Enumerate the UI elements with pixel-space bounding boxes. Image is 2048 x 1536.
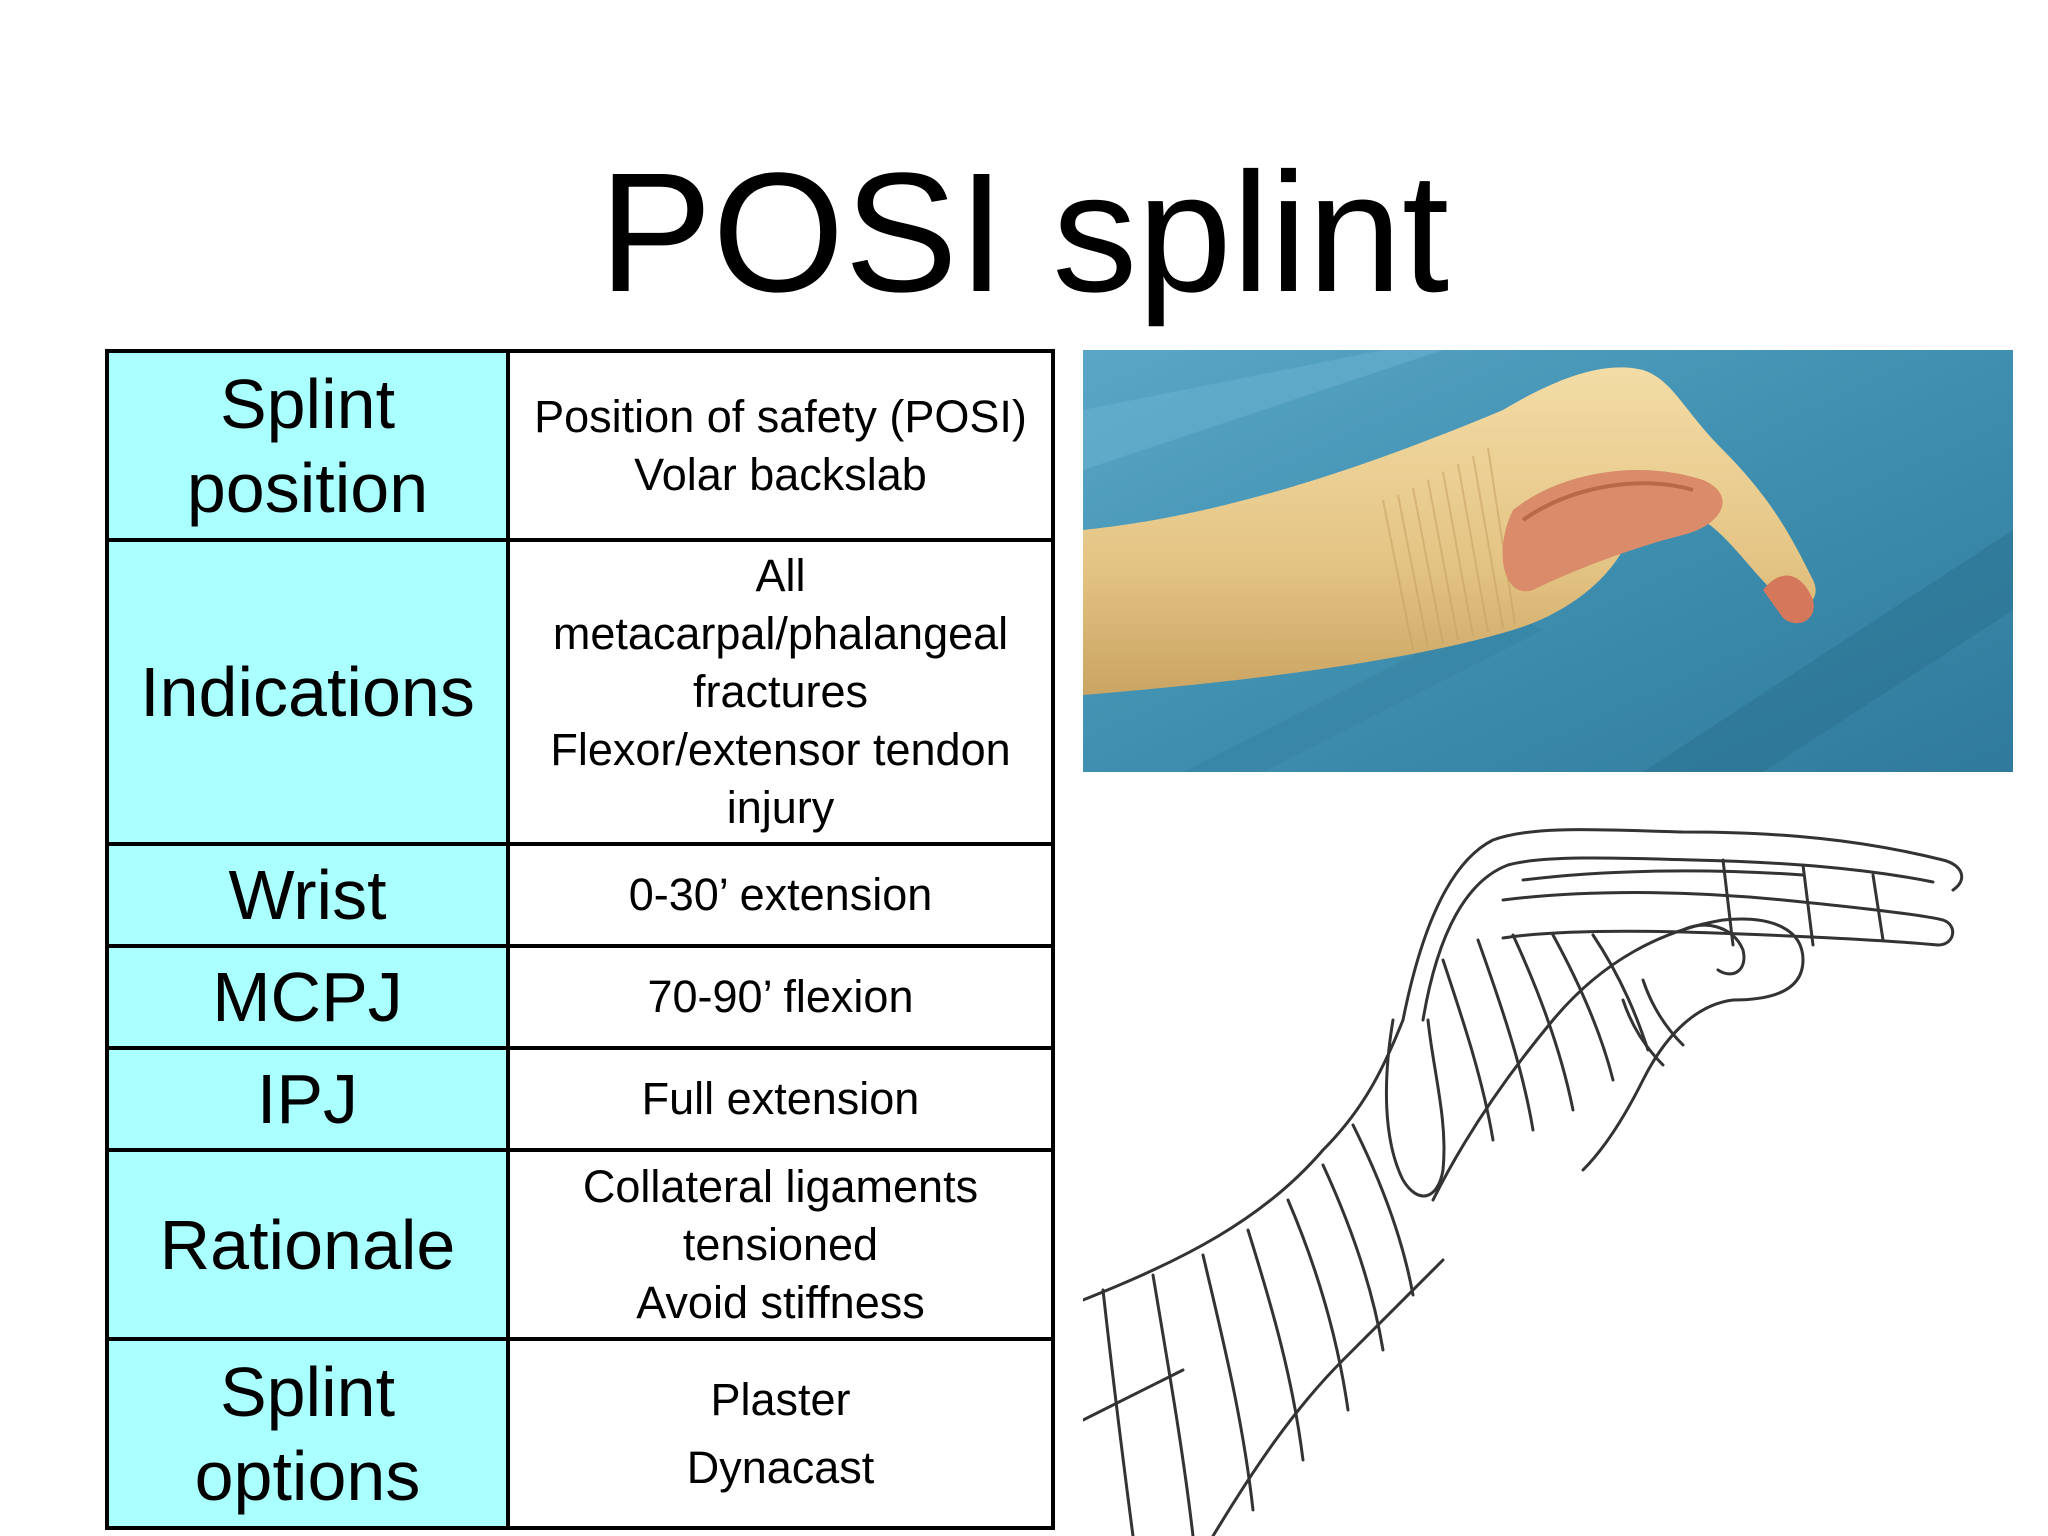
row-label: Splint options xyxy=(105,1337,510,1530)
table-row-splint-position: Splint position Position of safety (POSI… xyxy=(105,349,1055,542)
table-row-indications: Indications All metacarpal/phalangeal fr… xyxy=(105,538,1055,846)
table-row-rationale: Rationale Collateral ligaments tensioned… xyxy=(105,1148,1055,1341)
row-label: Indications xyxy=(105,538,510,846)
table-row-mcpj: MCPJ 70-90’ flexion xyxy=(105,944,1055,1050)
row-value: Position of safety (POSI) Volar backslab xyxy=(506,349,1055,542)
table-row-wrist: Wrist 0-30’ extension xyxy=(105,842,1055,948)
row-label: Wrist xyxy=(105,842,510,948)
table-row-splint-options: Splint options Plaster Dynacast xyxy=(105,1337,1055,1530)
row-value: 0-30’ extension xyxy=(506,842,1055,948)
row-label: MCPJ xyxy=(105,944,510,1050)
splint-diagram xyxy=(1083,820,2013,1536)
slide-title: POSI splint xyxy=(598,138,1450,328)
row-label: IPJ xyxy=(105,1046,510,1152)
row-label: Rationale xyxy=(105,1148,510,1341)
row-value: All metacarpal/phalangeal fractures Flex… xyxy=(506,538,1055,846)
row-value: 70-90’ flexion xyxy=(506,944,1055,1050)
row-label: Splint position xyxy=(105,349,510,542)
row-value: Plaster Dynacast xyxy=(506,1337,1055,1530)
row-value: Full extension xyxy=(506,1046,1055,1152)
table-row-ipj: IPJ Full extension xyxy=(105,1046,1055,1152)
row-value: Collateral ligaments tensioned Avoid sti… xyxy=(506,1148,1055,1341)
splint-info-table: Splint position Position of safety (POSI… xyxy=(105,349,1055,1530)
splint-photo xyxy=(1083,350,2013,772)
